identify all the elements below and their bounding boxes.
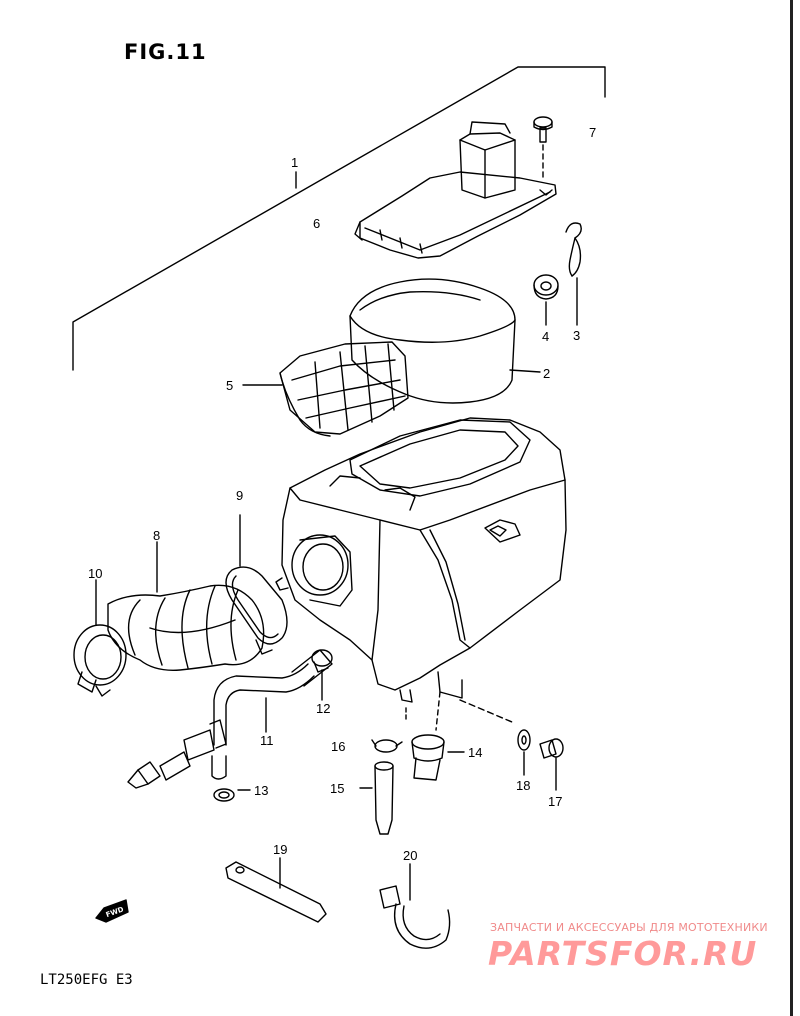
label-part-6: 6 — [313, 216, 320, 231]
part-intake-boot-8[interactable] — [107, 541, 265, 671]
part-clip-16[interactable] — [371, 739, 403, 753]
part-drain-valve-14[interactable] — [411, 734, 465, 781]
part-clamp-20[interactable] — [379, 863, 451, 949]
label-part-16: 16 — [331, 739, 345, 754]
part-filter-element-2[interactable] — [349, 278, 541, 404]
label-part-9: 9 — [236, 488, 243, 503]
watermark-logo: PARTSFOR.RU — [488, 934, 758, 973]
part-washer-18[interactable] — [517, 729, 531, 776]
part-clip-3[interactable] — [565, 222, 582, 326]
label-part-2: 2 — [543, 366, 550, 381]
label-part-12: 12 — [316, 701, 330, 716]
part-drain-plug[interactable] — [127, 751, 191, 789]
part-air-cleaner-case[interactable] — [275, 417, 567, 731]
label-part-18: 18 — [516, 778, 530, 793]
label-part-13: 13 — [254, 783, 268, 798]
model-code: LT250EFG E3 — [40, 972, 133, 988]
label-part-4: 4 — [542, 329, 549, 344]
fwd-arrow-icon: FWD — [95, 899, 129, 923]
figure-title: FIG.11 — [124, 40, 207, 64]
label-part-8: 8 — [153, 528, 160, 543]
watermark-tagline: ЗАПЧАСТИ И АКСЕССУАРЫ ДЛЯ МОТОТЕХНИКИ — [490, 921, 768, 934]
part-strap-19[interactable] — [225, 857, 327, 923]
part-labels: 1 2 3 4 5 6 7 8 9 10 11 12 13 14 15 16 1… — [88, 125, 596, 863]
label-part-15: 15 — [330, 781, 344, 796]
part-breather-hose-11[interactable] — [183, 649, 333, 780]
part-bolt-17[interactable] — [539, 738, 564, 791]
part-clamp-10[interactable] — [73, 579, 127, 697]
part-drain-tube-15[interactable] — [359, 761, 394, 835]
label-part-3: 3 — [573, 328, 580, 343]
label-part-11: 11 — [260, 733, 274, 748]
label-part-17: 17 — [548, 794, 562, 809]
part-cover-6[interactable] — [354, 121, 557, 259]
part-screw-7[interactable] — [533, 116, 553, 179]
label-part-19: 19 — [273, 842, 287, 857]
part-clamp-12[interactable] — [311, 649, 333, 701]
part-element-cage-5[interactable] — [242, 341, 409, 437]
label-part-5: 5 — [226, 378, 233, 393]
label-part-10: 10 — [88, 566, 102, 581]
label-part-7: 7 — [589, 125, 596, 140]
page-edge-line — [790, 0, 793, 1016]
label-part-1: 1 — [291, 155, 298, 170]
part-clip-13[interactable] — [213, 788, 251, 802]
part-clamp-9[interactable] — [225, 514, 288, 655]
assembly-bracket — [72, 66, 606, 371]
part-grommet-4[interactable] — [533, 274, 559, 326]
label-part-14: 14 — [468, 745, 482, 760]
label-part-20: 20 — [403, 848, 417, 863]
